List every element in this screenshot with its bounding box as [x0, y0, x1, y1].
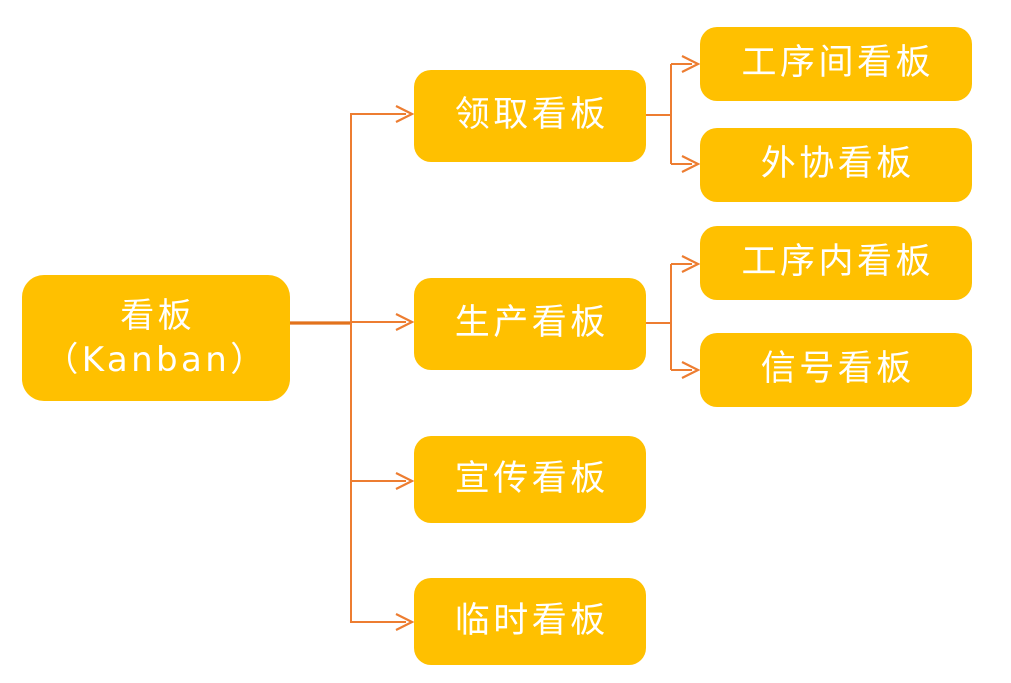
node-level2-label: 领取看板 — [454, 95, 609, 136]
node-level3-label: 工序间看板 — [741, 43, 934, 84]
node-root-kanban[interactable]: 看板 （Kanban） — [22, 275, 290, 401]
arrowhead-branch-3 — [395, 472, 415, 490]
node-level2-label: 生产看板 — [454, 303, 609, 344]
node-level2-label: 临时看板 — [454, 600, 609, 641]
arrowhead-branch-4 — [395, 613, 415, 631]
arrowhead-branch-1 — [395, 105, 415, 123]
node-level2-retrieval-kanban[interactable]: 领取看板 — [414, 70, 646, 162]
node-root-label: 看板 （Kanban） — [44, 295, 268, 380]
arrowhead-sub2-arm-2 — [681, 361, 701, 379]
arrowhead-sub1-arm-1 — [681, 55, 701, 73]
node-level2-publicity-kanban[interactable]: 宣传看板 — [414, 436, 646, 523]
node-level3-signal-kanban[interactable]: 信号看板 — [700, 333, 972, 407]
node-level2-temporary-kanban[interactable]: 临时看板 — [414, 578, 646, 665]
node-level3-label: 外协看板 — [760, 144, 915, 185]
node-level3-label: 工序内看板 — [741, 242, 934, 283]
arrowhead-sub1-arm-2 — [681, 155, 701, 173]
arrowhead-branch-2 — [395, 313, 415, 331]
arrowhead-sub2-arm-1 — [681, 255, 701, 273]
node-level3-label: 信号看板 — [760, 349, 915, 390]
node-level3-inter-process-kanban[interactable]: 工序间看板 — [700, 27, 972, 101]
node-level2-label: 宣传看板 — [454, 458, 609, 499]
node-level3-outsourcing-kanban[interactable]: 外协看板 — [700, 128, 972, 202]
node-level3-intra-process-kanban[interactable]: 工序内看板 — [700, 226, 972, 300]
node-level2-production-kanban[interactable]: 生产看板 — [414, 278, 646, 370]
